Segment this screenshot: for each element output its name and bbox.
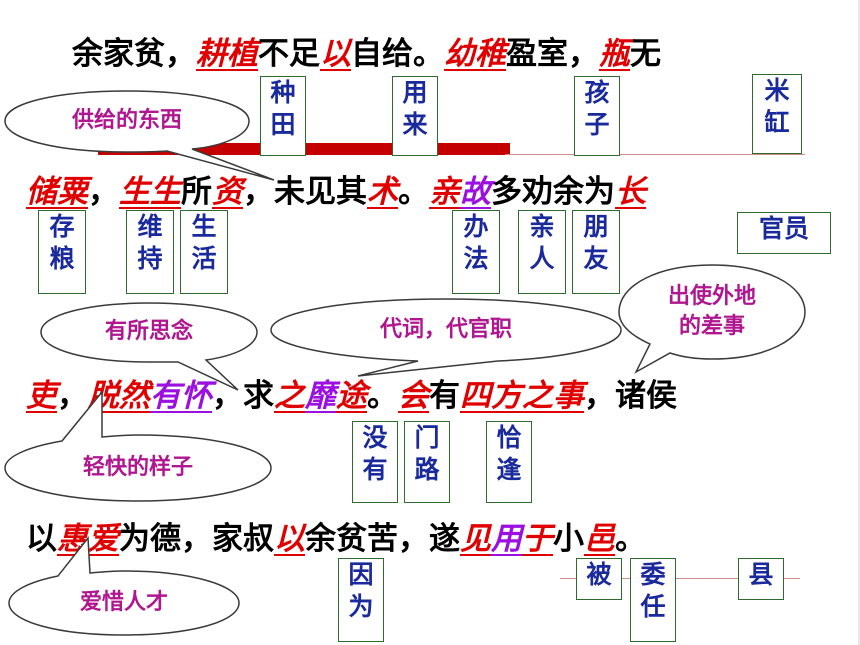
keyword-red: 术 <box>367 174 398 210</box>
keyword-red: 会 <box>398 378 429 414</box>
gloss-box-ping: 米 缸 <box>752 74 802 154</box>
gloss-box-sheng-huo: 生 活 <box>180 210 228 294</box>
gloss-box-yong: 委 任 <box>630 558 676 642</box>
keyword-red: 瓶 <box>599 36 630 72</box>
plain-text: 为德，家叔 <box>119 521 274 557</box>
gloss-box-tu: 门 路 <box>404 421 450 503</box>
keyword-red: 途 <box>336 378 367 414</box>
gloss-box-jian: 被 <box>576 558 622 600</box>
gloss-box-gu: 朋 友 <box>572 210 620 294</box>
bubble-text: 出使外地 的差事 <box>667 284 756 339</box>
slide-edge <box>858 0 860 645</box>
keyword-purple: 靡 <box>305 378 336 414</box>
keyword-red: 生生 <box>119 174 181 210</box>
bubble-text: 代词，代官职 <box>379 317 512 342</box>
text-line-2: 储粟，生生所资，未见其术。亲故多劝余为长 <box>26 166 646 211</box>
bubble-daici: 代词，代官职 <box>268 296 624 377</box>
plain-text: 。 <box>615 521 646 557</box>
keyword-red: 以 <box>320 36 351 72</box>
bubble-gongji: 供给的东西 <box>2 88 275 181</box>
bubble-qingkuai: 轻快的样子 <box>2 389 274 504</box>
gloss-box-yi-county: 县 <box>738 558 784 600</box>
rule-line-3 <box>560 578 800 579</box>
keyword-red: 邑 <box>584 521 615 557</box>
keyword-red: 见 <box>460 521 491 557</box>
keyword-red: 于 <box>522 521 553 557</box>
plain-text: 有 <box>429 378 460 414</box>
plain-text: 以 <box>26 521 57 557</box>
plain-text: 盈室， <box>506 36 599 72</box>
keyword-red: 耕植 <box>196 36 258 72</box>
keyword-purple: 有怀 <box>150 378 212 414</box>
keyword-red: 资 <box>212 174 243 210</box>
keyword-red: 储粟 <box>26 174 88 210</box>
gloss-box-qin: 亲 人 <box>518 210 566 294</box>
plain-text: 余家贫， <box>72 36 196 72</box>
keyword-purple: 故 <box>460 174 491 210</box>
gloss-box-youzhi: 孩 子 <box>574 76 620 156</box>
gloss-box-shu: 办 法 <box>452 210 500 294</box>
gloss-box-hui: 恰 逢 <box>486 421 532 503</box>
bubble-yousuo-sinian: 有所思念 <box>38 300 260 391</box>
bubble-text: 有所思念 <box>104 319 193 344</box>
bubble-text: 供给的东西 <box>71 108 182 133</box>
plain-text: 所 <box>181 174 212 210</box>
keyword-red: 之 <box>274 378 305 414</box>
plain-text: 多劝余为 <box>491 174 615 210</box>
keyword-purple: 用 <box>491 521 522 557</box>
bubble-shishi: 出使外地 的差事 <box>616 262 808 374</box>
plain-text: 余贫苦，遂 <box>305 521 460 557</box>
keyword-red: 吏 <box>26 378 57 414</box>
gloss-box-yi-because: 因 为 <box>338 558 384 642</box>
gloss-box-zhang-li: 官员 <box>737 212 831 254</box>
plain-text: 。 <box>398 174 429 210</box>
bubble-text: 爱惜人才 <box>79 590 168 615</box>
gloss-box-wei-chi: 维 持 <box>126 210 174 294</box>
text-line-4: 以惠爱为德，家叔以余贫苦，遂见用于小邑。 <box>26 513 646 558</box>
plain-text: 。 <box>367 378 398 414</box>
gloss-box-yi: 用 来 <box>392 76 438 156</box>
bubble-text: 轻快的样子 <box>82 455 193 480</box>
plain-text: ， <box>57 378 88 414</box>
keyword-red: 幼稚 <box>444 36 506 72</box>
keyword-red: 长 <box>615 174 646 210</box>
plain-text: ， <box>88 174 119 210</box>
keyword-red: 四方之事 <box>460 378 584 414</box>
plain-text: 无 <box>630 36 661 72</box>
plain-text: 自给。 <box>351 36 444 72</box>
plain-text: ，未见其 <box>243 174 367 210</box>
plain-text: ，求 <box>212 378 274 414</box>
text-line-1: 余家贫，耕植不足以自给。幼稚盈室，瓶无 <box>72 28 661 73</box>
gloss-box-gengzhi: 种 田 <box>260 76 306 156</box>
gloss-box-mi: 没 有 <box>352 421 398 503</box>
bubble-aixi: 爱惜人才 <box>6 535 242 638</box>
plain-text: 小 <box>553 521 584 557</box>
gloss-box-chu-su: 存 粮 <box>38 210 86 294</box>
plain-text: ，诸侯 <box>584 378 677 414</box>
keyword-red: 亲 <box>429 174 460 210</box>
text-line-3: 吏，脱然有怀，求之靡途。会有四方之事，诸侯 <box>26 370 677 415</box>
keyword-red: 以 <box>274 521 305 557</box>
rule-line-2 <box>505 154 805 155</box>
plain-text: 不足 <box>258 36 320 72</box>
